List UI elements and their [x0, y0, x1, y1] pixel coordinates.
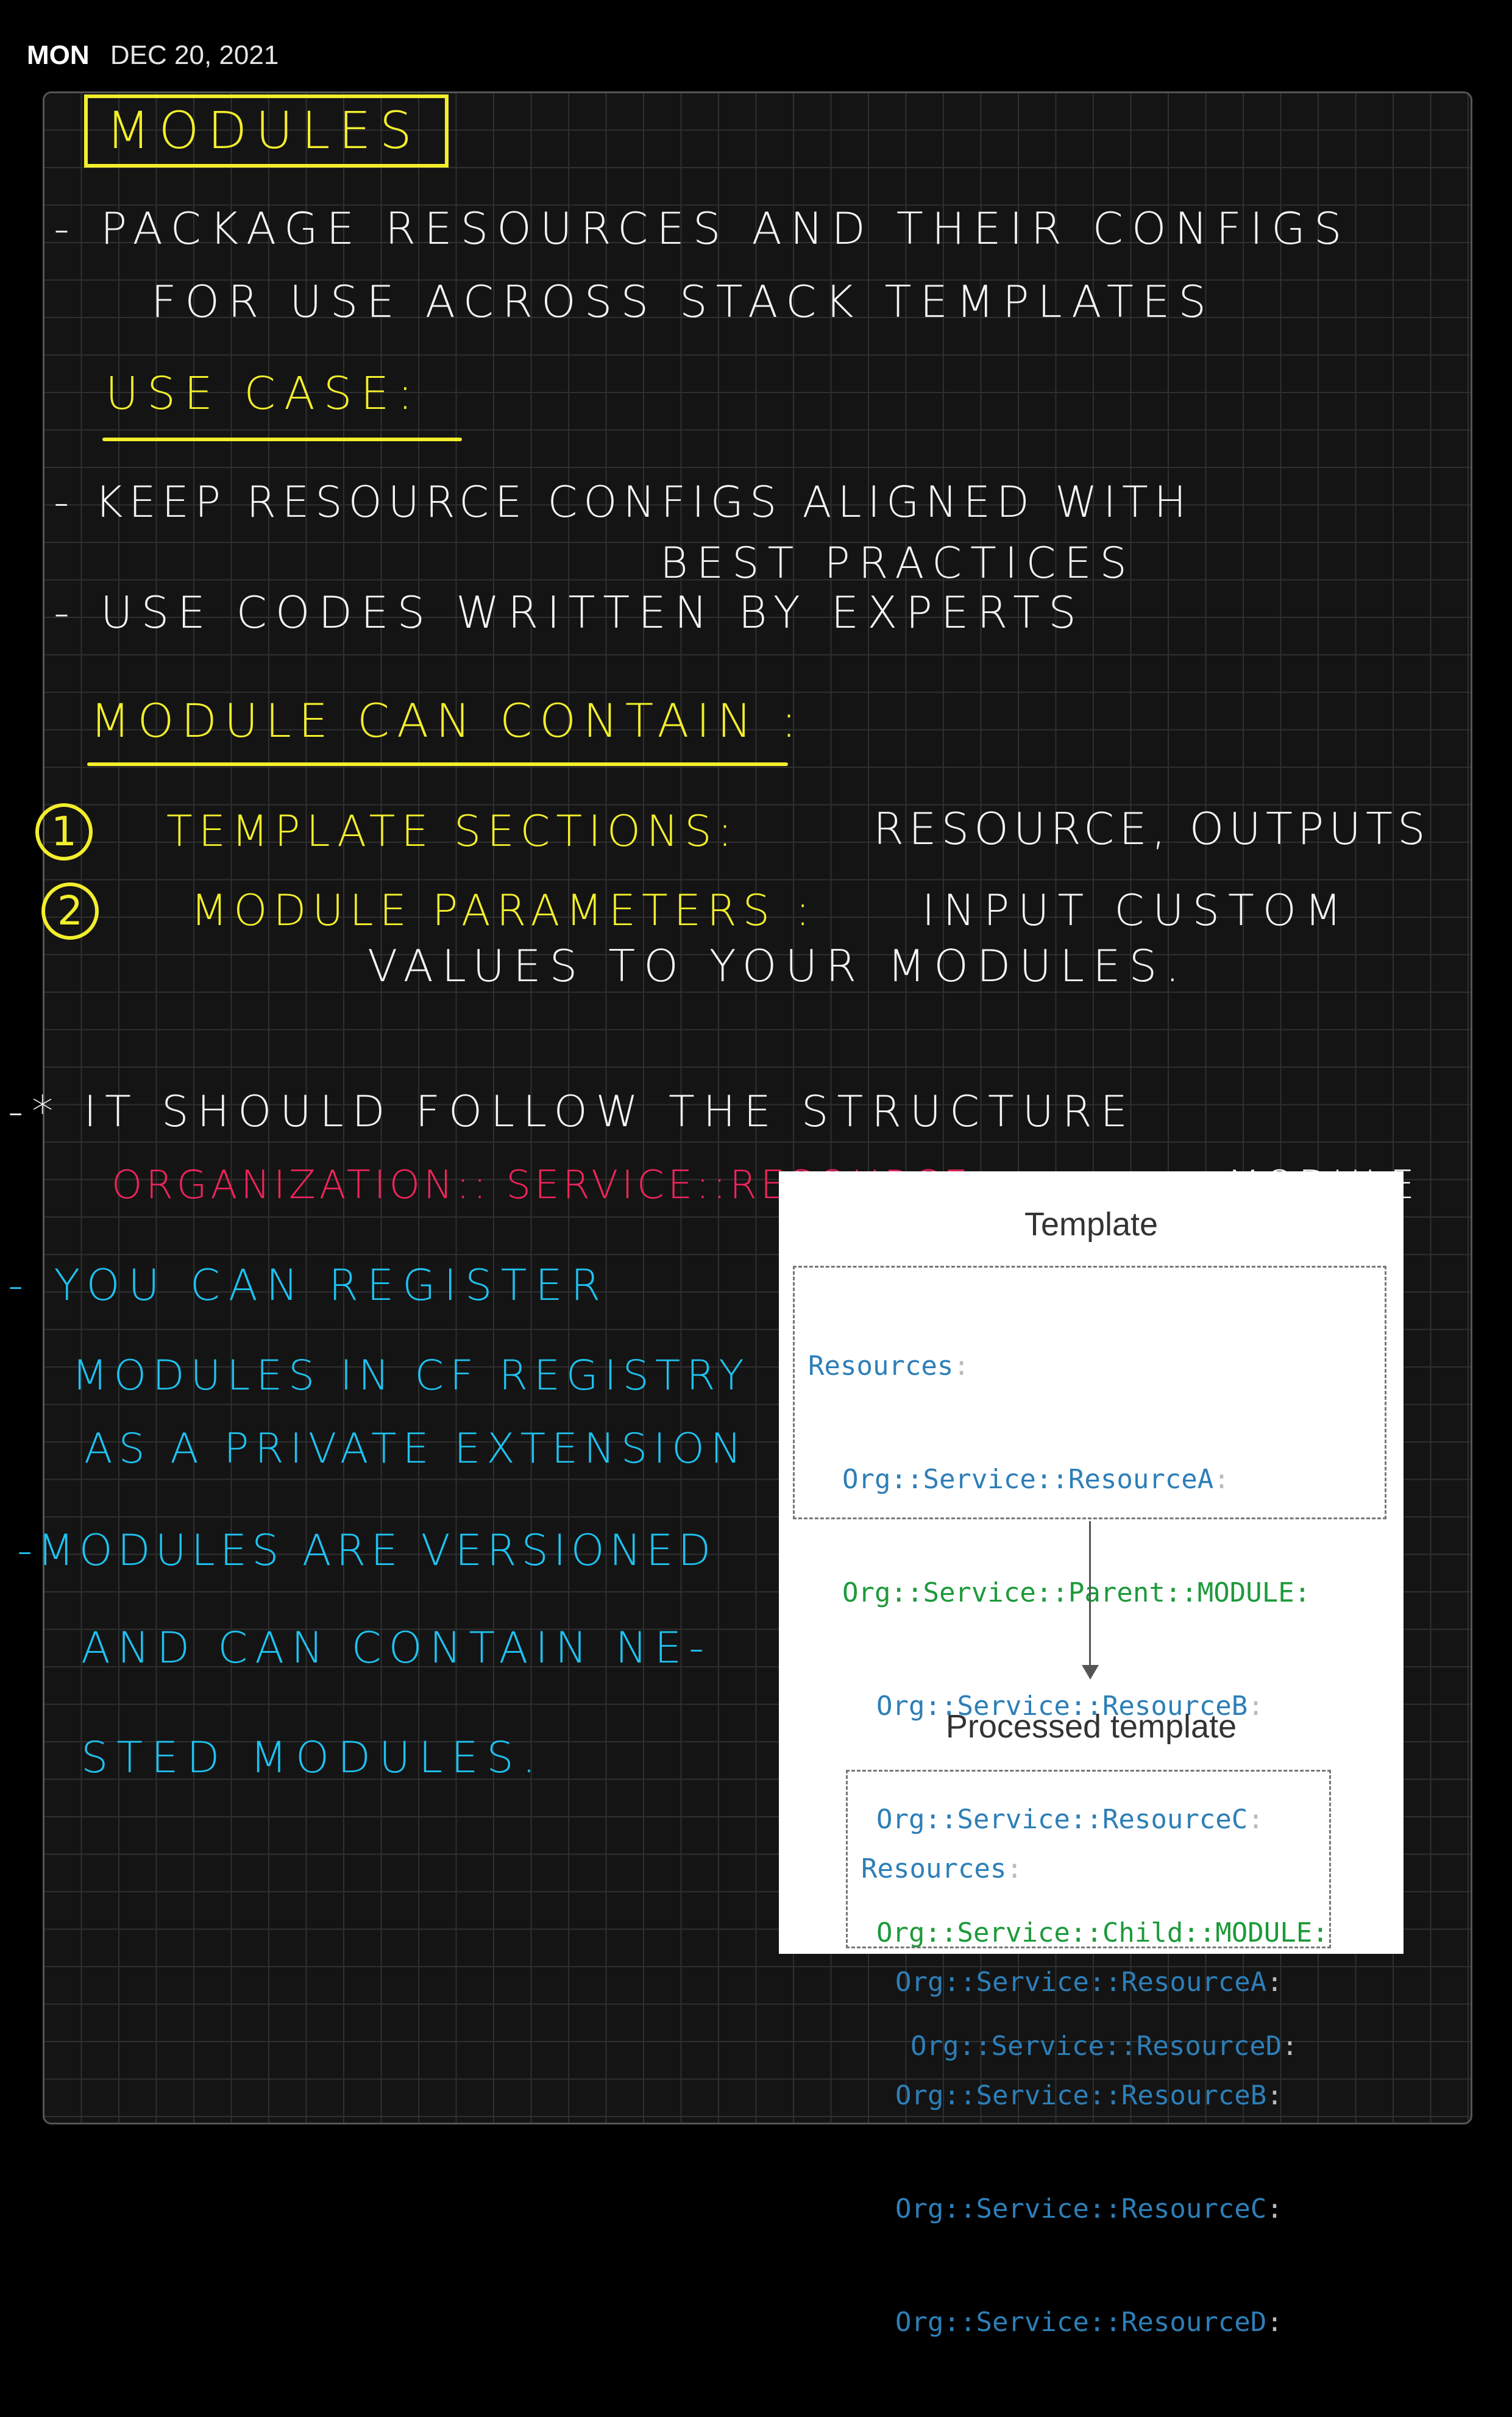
page-title: MODULES	[106, 101, 421, 160]
grid-page: MODULES - PACKAGE RESOURCES AND THEIR CO…	[8, 91, 1472, 2124]
template-box	[793, 1266, 1386, 1519]
title-box: MODULES	[84, 94, 449, 168]
item1-label: TEMPLATE SECTIONS:	[166, 806, 739, 856]
module-can-contain-underline	[87, 762, 788, 766]
module-processing-diagram: Template Resources: Org::Service::Resour…	[779, 1171, 1404, 2338]
number-one-circle: 1	[35, 803, 93, 861]
note-line-use: - USE CODES WRITTEN BY EXPERTS	[54, 587, 1085, 638]
note-line-register-3: AS A PRIVATE EXTENSION	[84, 1425, 748, 1473]
template-line-resources: Resources	[808, 1350, 954, 1382]
use-case-underline	[102, 438, 462, 441]
processed-template-box	[846, 1770, 1331, 1948]
processed-template-code: Resources: Org::Service::ResourceA: Org:…	[861, 1853, 1283, 2338]
item2-value-cont: VALUES TO YOUR MODULES.	[367, 940, 1188, 992]
note-line-register: - YOU CAN REGISTER	[8, 1260, 609, 1310]
template-line-resource-a: Org::Service::ResourceA	[842, 1464, 1214, 1495]
template-line-child-module: Org::Service::Child::MODULE	[876, 1917, 1313, 1948]
note-line-package-cont: FOR USE ACROSS STACK TEMPLATES	[151, 276, 1215, 327]
item1-value: RESOURCE, OUTPUTS	[873, 803, 1430, 854]
processed-line-resource-d: Org::Service::ResourceD	[895, 2307, 1267, 2338]
item2-value: INPUT CUSTOM	[922, 886, 1351, 935]
processed-line-resource-b: Org::Service::ResourceB	[895, 2080, 1267, 2111]
template-line-resource-b: Org::Service::ResourceB	[876, 1691, 1248, 1722]
process-arrow-head	[1082, 1665, 1099, 1680]
use-case-heading: USE CASE:	[105, 367, 422, 420]
template-title: Template	[1024, 1206, 1159, 1243]
process-arrow-line	[1089, 1521, 1091, 1667]
module-can-contain-heading: MODULE CAN CONTAIN :	[90, 694, 804, 748]
processed-template-title: Processed template	[945, 1708, 1237, 1745]
processed-line-resources: Resources	[861, 1853, 1007, 1884]
note-line-keep-cont: BEST PRACTICES	[660, 538, 1135, 588]
template-code: Resources: Org::Service::ResourceA: Org:…	[808, 1350, 1329, 2062]
day-of-week: MON	[27, 40, 90, 70]
item2-label: MODULE PARAMETERS :	[191, 886, 816, 935]
note-line-structure: -* IT SHOULD FOLLOW THE STRUCTURE	[8, 1087, 1136, 1137]
template-line-resource-d: Org::Service::ResourceD	[910, 2031, 1282, 2062]
note-line-versioned-3: STED MODULES.	[81, 1733, 545, 1783]
note-line-versioned-2: AND CAN CONTAIN NE-	[81, 1623, 712, 1673]
note-line-versioned: -MODULES ARE VERSIONED	[17, 1525, 716, 1575]
processed-line-resource-c: Org::Service::ResourceC	[895, 2193, 1267, 2224]
note-date: DEC 20, 2021	[110, 40, 279, 70]
template-line-parent-module: Org::Service::Parent::MODULE	[842, 1577, 1294, 1608]
note-line-package: - PACKAGE RESOURCES AND THEIR CONFIGS	[54, 203, 1351, 254]
note-line-register-2: MODULES IN CF REGISTRY	[72, 1352, 750, 1400]
template-line-resource-c: Org::Service::ResourceC	[876, 1804, 1248, 1835]
processed-line-resource-a: Org::Service::ResourceA	[895, 1967, 1267, 1998]
note-line-keep: - KEEP RESOURCE CONFIGS ALIGNED WITH	[54, 477, 1193, 527]
date-header: MON DEC 20, 2021	[27, 40, 279, 71]
number-two-circle: 2	[41, 882, 99, 940]
